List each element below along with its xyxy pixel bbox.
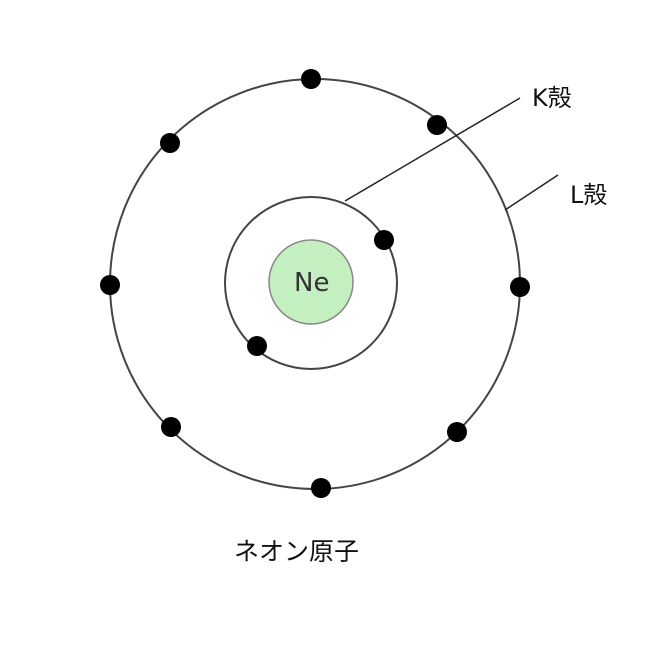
electron — [100, 275, 120, 295]
diagram-caption: ネオン原子 — [234, 537, 360, 566]
l-shell-label: L殻 — [570, 181, 608, 209]
k-shell-label: K殻 — [532, 84, 572, 112]
electron — [510, 277, 530, 297]
electron — [160, 133, 180, 153]
electron — [427, 115, 447, 135]
k-shell-orbit — [224, 196, 398, 370]
nucleus-symbol: Ne — [294, 268, 330, 298]
electron — [447, 422, 467, 442]
l-shell-leader-line — [504, 174, 559, 211]
k-shell-leader-line — [344, 97, 521, 202]
nucleus — [268, 239, 354, 325]
electron — [301, 69, 321, 89]
electron — [311, 478, 331, 498]
electron — [161, 417, 181, 437]
electron — [374, 230, 394, 250]
electron — [247, 336, 267, 356]
